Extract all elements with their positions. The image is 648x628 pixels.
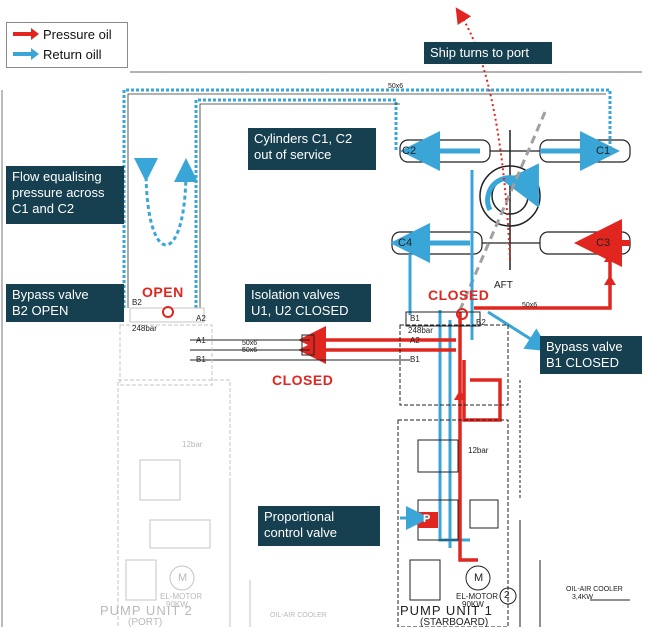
label-248bar-right-upper: 248bar [408,326,433,335]
label-pump-unit-2: PUMP UNIT 2 [100,603,193,618]
label-a1: A1 [196,336,206,345]
label-pipe-right: 50x6 [522,302,538,309]
label-pipe-top: 50x6 [388,83,404,90]
pressure-arrow-icon [13,28,39,40]
callout-cylinders: Cylinders C1, C2 out of service [248,128,376,170]
label-cooler-kw: 3,4KW [572,594,594,601]
label-248bar-left: 248bar [132,324,157,333]
label-12bar-right: 12bar [468,446,489,455]
label-pipe-mid-a: 50x6 [242,340,258,347]
callout-bypass-b2-line2: B2 OPEN [12,303,69,318]
label-c1: C1 [596,145,611,157]
ship-turn-arrow [455,7,511,261]
label-b1-left: B1 [196,355,206,364]
label-b1-right-lower: B1 [410,355,420,364]
label-pump-unit-2-sub: (PORT) [128,617,163,628]
label-cooler-left: OIL-AIR COOLER [270,612,327,619]
label-motor-m-left: M [178,572,188,584]
callout-bypass-b1-line2: B1 CLOSED [546,355,619,370]
callout-bypass-b2: Bypass valve B2 OPEN [6,284,124,322]
callout-isolation-line2: U1, U2 CLOSED [251,303,349,318]
bypass-valve-b1-marker [456,308,468,320]
callout-isolation-line1: Isolation valves [251,287,340,302]
status-open-b2: OPEN [142,284,184,300]
label-pipe-mid-b: 50x6 [242,347,258,354]
label-aft: AFT [494,280,513,291]
label-motor-kw-left: 90KW [166,600,188,609]
callout-cylinders-line2: out of service [254,147,332,162]
callout-flow-line2: pressure across [12,185,105,200]
label-cooler-right: OIL-AIR COOLER [566,586,623,593]
label-12bar-left: 12bar [182,440,203,449]
legend-return-row: Return oill [13,46,102,62]
label-motor-m-right: M [474,572,484,584]
label-a2-left: A2 [196,314,206,323]
return-oil-outer-loop-solid [127,93,606,308]
callout-bypass-b2-line1: Bypass valve [12,287,89,302]
legend-return-label: Return oill [43,46,102,62]
callout-flow-line1: Flow equalising [12,169,102,184]
legend-pressure-label: Pressure oil [43,26,112,42]
callout-cylinders-line1: Cylinders C1, C2 [254,131,353,146]
legend-pressure-row: Pressure oil [13,26,112,42]
return-oil-outer-loop [122,88,612,308]
status-closed-b1: CLOSED [428,287,490,303]
cylinder-return-arrows [390,131,620,263]
callout-isolation: Isolation valves U1, U2 CLOSED [245,284,371,322]
ship-axis-line [458,111,547,311]
label-b2-right: B2 [476,318,486,327]
legend: Pressure oil Return oill [6,22,128,68]
label-el-motor-right: EL-MOTOR [456,592,499,601]
callout-ship-turns: Ship turns to port [424,42,552,64]
label-c2: C2 [402,145,417,157]
label-b1-right: B1 [410,314,420,323]
callout-proportional-line2: control valve [264,525,337,540]
callout-flow-line3: C1 and C2 [12,201,75,216]
label-c4: C4 [398,237,413,249]
callout-proportional: Proportional control valve [258,506,380,546]
callout-flow-equalising: Flow equalising pressure across C1 and C… [6,166,124,224]
bypass-valve-b2-marker [162,306,174,318]
label-b2-left: B2 [132,298,142,307]
callout-bypass-b1-line1: Bypass valve [546,339,623,354]
label-pump-unit-1-sub: (STARBOARD) [420,617,489,628]
label-c3: C3 [596,237,611,249]
return-arrow-icon [13,48,39,60]
label-p-marker: P [423,513,431,525]
pressure-oil-arrowheads [454,252,616,400]
label-el-motor-left: EL-MOTOR [160,592,203,601]
callout-ship-turns-text: Ship turns to port [430,45,529,60]
flow-equalising-arrow [133,157,198,247]
label-circle-2: 2 [504,590,510,601]
label-motor-kw-right: 90KW [462,600,484,609]
pump-unit-2-schematic [117,307,251,627]
status-closed-isolation: CLOSED [272,372,334,388]
label-a2-right: A2 [410,336,420,345]
pump-unit-1-schematic [397,311,630,627]
label-pump-unit-1: PUMP UNIT 1 [400,603,493,618]
callout-proportional-line1: Proportional [264,509,335,524]
isolation-lines [190,334,410,361]
callout-bypass-b1: Bypass valve B1 CLOSED [540,336,642,374]
